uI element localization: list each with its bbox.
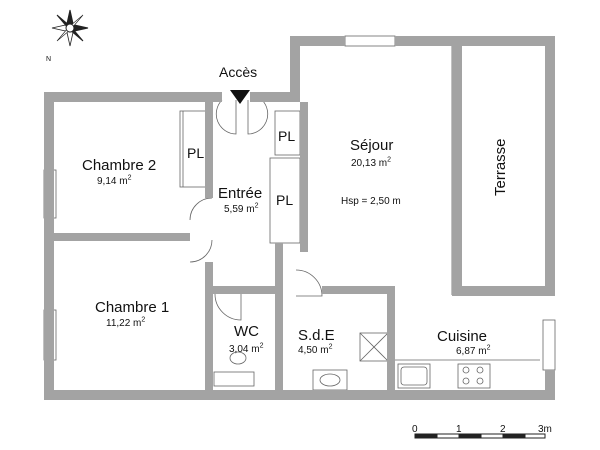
entree-label: Entrée — [218, 185, 263, 202]
cuisine-label: Cuisine — [437, 328, 488, 345]
washbasin-icon — [312, 369, 348, 391]
scale-tick-1: 1 — [456, 424, 462, 435]
closet-label-entree-top: PL — [278, 128, 296, 144]
cuisine-area: 6,87 m2 — [456, 344, 491, 357]
scale-tick-0: 0 — [412, 424, 418, 435]
scale-bar — [414, 433, 546, 439]
entree-area: 5,59 m2 — [224, 202, 259, 215]
sink-icon — [397, 363, 431, 389]
scale-tick-3m: 3m — [538, 424, 552, 435]
wc-label: WC — [234, 323, 259, 340]
entrance-arrow-icon — [230, 90, 250, 104]
sejour-area: 20,13 m2 — [351, 156, 392, 169]
toilet-icon — [213, 371, 255, 387]
compass-n-label: N — [46, 56, 52, 63]
chambre1-label: Chambre 1 — [95, 299, 170, 316]
closet-label-chambre2: PL — [187, 145, 205, 161]
sejour-height-note: Hsp = 2,50 m — [341, 196, 401, 207]
wc-area: 3,04 m2 — [229, 342, 264, 355]
scale-tick-2: 2 — [500, 424, 506, 435]
chambre2-area: 9,14 m2 — [97, 174, 132, 187]
sejour-label: Séjour — [350, 137, 394, 154]
compass-icon — [51, 9, 89, 47]
walls — [44, 36, 555, 400]
sde-area: 4,50 m2 — [298, 343, 333, 356]
chambre1-area: 11,22 m2 — [106, 316, 146, 329]
terrasse-label: Terrasse — [492, 138, 509, 196]
chambre2-label: Chambre 2 — [82, 157, 157, 174]
closet-label-entree-bottom: PL — [276, 192, 294, 208]
sde-label: S.d.E — [298, 327, 335, 344]
stove-icon — [457, 363, 491, 389]
access-label: Accès — [219, 64, 258, 80]
